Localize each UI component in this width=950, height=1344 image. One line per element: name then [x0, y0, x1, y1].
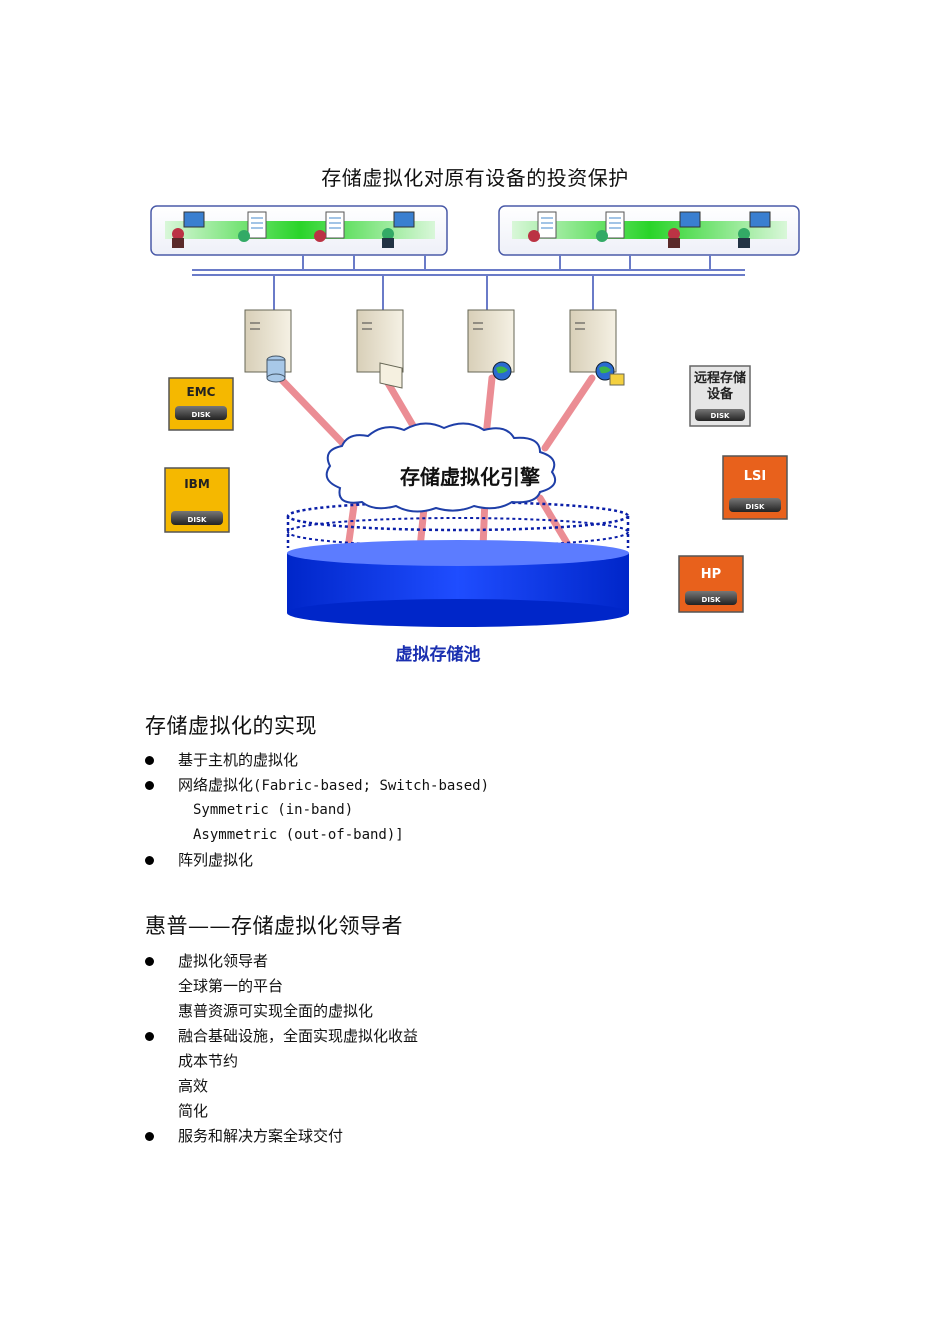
- virtualization-engine-cloud: 存储虚拟化引擎: [325, 422, 556, 513]
- section-heading-implementation: 存储虚拟化的实现: [145, 714, 317, 738]
- list-item: 惠普资源可实现全面的虚拟化: [178, 1002, 374, 1020]
- virtual-storage-pool: [286, 500, 630, 627]
- svg-text:EMC: EMC: [187, 385, 216, 399]
- lsi-array: LSI DISK: [722, 455, 788, 520]
- list-item: 简化: [178, 1102, 209, 1120]
- workstation-icon: [738, 211, 771, 248]
- server-icon: [356, 309, 404, 389]
- svg-text:HP: HP: [701, 567, 721, 582]
- bullet-icon: [145, 856, 154, 865]
- remote-storage-array: 远程存储 设备 DISK: [689, 365, 751, 427]
- svg-text:DISK: DISK: [192, 411, 211, 419]
- network-bus: [192, 255, 745, 310]
- hp-leader-list: 虚拟化领导者 全球第一的平台 惠普资源可实现全面的虚拟化 融合基础设施，全面实现…: [145, 949, 705, 1149]
- svg-text:远程存储: 远程存储: [694, 370, 746, 386]
- server-icon: [467, 309, 515, 381]
- list-item: 成本节约: [178, 1052, 239, 1070]
- svg-text:DISK: DISK: [188, 516, 207, 524]
- list-item: 网络虚拟化(Fabric-based; Switch-based): [145, 773, 705, 798]
- list-item: 全球第一的平台: [178, 977, 284, 995]
- storage-virtualization-diagram: 存储虚拟化引擎 虚拟存储池 EMC DISK IBM DISK 远程存储 设备 …: [140, 198, 810, 678]
- engine-label: 存储虚拟化引擎: [400, 465, 540, 489]
- bullet-icon: [145, 1132, 154, 1141]
- section-heading-hp-leader: 惠普——存储虚拟化领导者: [145, 914, 403, 938]
- client-group-right: [498, 205, 800, 256]
- list-item: 融合基础设施，全面实现虚拟化收益: [145, 1024, 705, 1049]
- svg-text:IBM: IBM: [184, 477, 210, 491]
- client-group-left: [150, 205, 448, 256]
- hp-array: HP DISK: [678, 555, 744, 613]
- svg-text:DISK: DISK: [711, 412, 730, 420]
- document-server-icon: [596, 211, 625, 242]
- server-icon: [569, 309, 625, 386]
- page-title: 存储虚拟化对原有设备的投资保护: [321, 166, 629, 190]
- document-server-icon: [528, 211, 557, 242]
- implementation-list: 基于主机的虚拟化 网络虚拟化(Fabric-based; Switch-base…: [145, 748, 705, 873]
- bullet-icon: [145, 781, 154, 790]
- emc-array: EMC DISK: [168, 377, 234, 431]
- pool-label: 虚拟存储池: [396, 644, 481, 665]
- document-server-icon: [314, 211, 345, 242]
- svg-text:LSI: LSI: [744, 469, 766, 484]
- document-server-icon: [238, 211, 267, 242]
- ibm-array: IBM DISK: [164, 467, 230, 533]
- bullet-icon: [145, 957, 154, 966]
- svg-text:DISK: DISK: [702, 596, 721, 604]
- bullet-icon: [145, 1032, 154, 1041]
- list-item: 高效: [178, 1077, 209, 1095]
- list-item: Symmetric (in-band): [193, 802, 354, 818]
- workstation-icon: [668, 211, 701, 248]
- list-item: Asymmetric (out-of-band)]: [193, 827, 404, 843]
- svg-text:设备: 设备: [707, 386, 734, 402]
- list-item: 基于主机的虚拟化: [145, 748, 705, 773]
- list-item: 虚拟化领导者: [145, 949, 705, 974]
- bullet-icon: [145, 756, 154, 765]
- server-icon: [244, 309, 292, 383]
- list-item: 服务和解决方案全球交付: [145, 1124, 705, 1149]
- svg-text:DISK: DISK: [746, 503, 765, 511]
- workstation-icon: [172, 211, 205, 248]
- list-item: 阵列虚拟化: [145, 848, 705, 873]
- workstation-icon: [382, 211, 415, 248]
